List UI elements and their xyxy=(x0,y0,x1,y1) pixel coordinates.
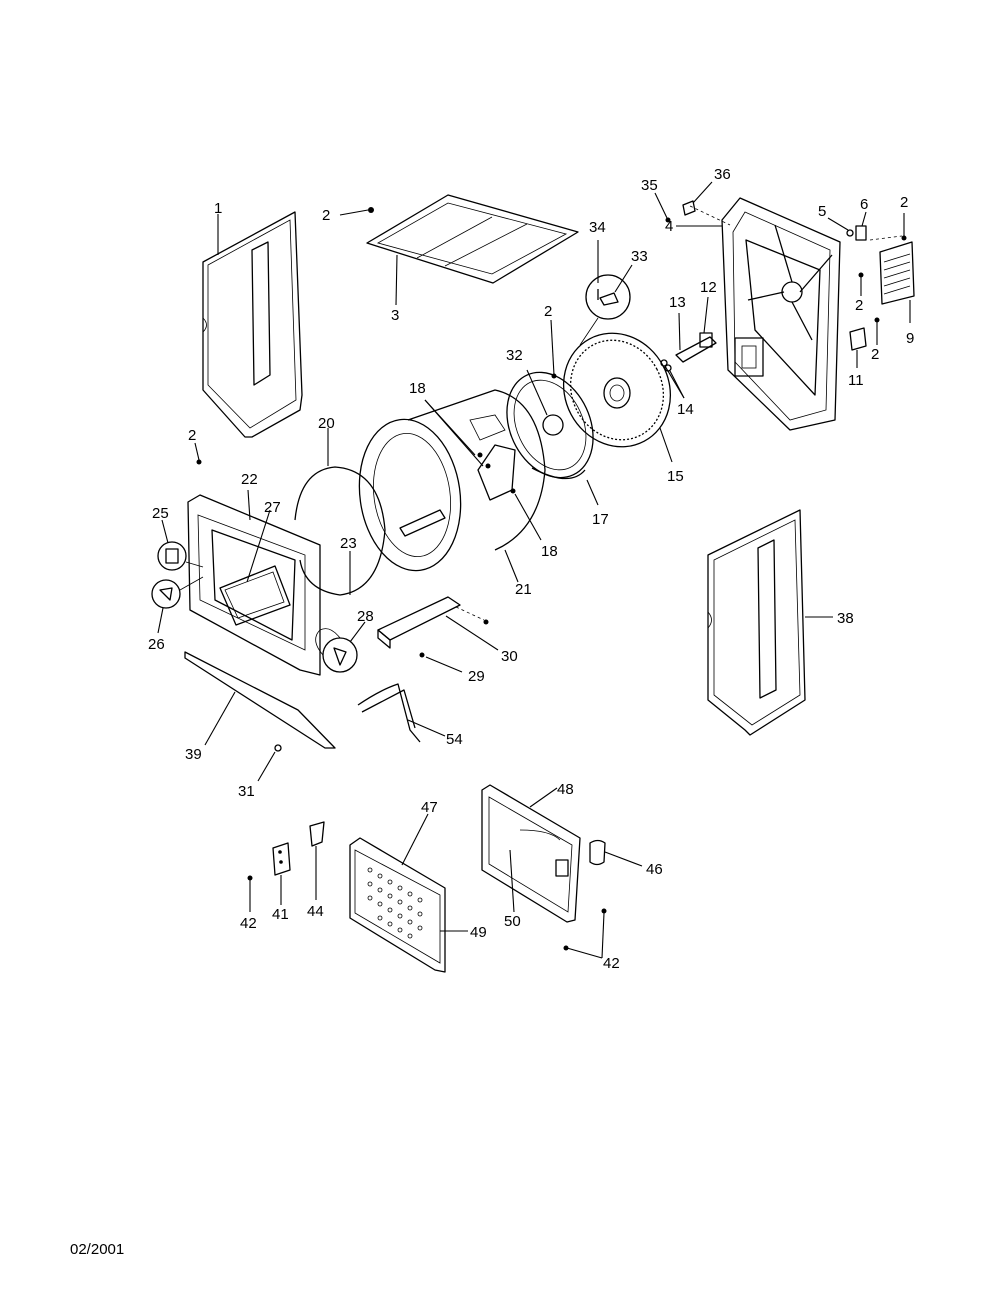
label-part-17: 17 xyxy=(592,511,609,528)
side-panel-left xyxy=(202,211,303,438)
label-part-32: 32 xyxy=(506,347,523,364)
label-part-30: 30 xyxy=(501,648,518,665)
rear-panel xyxy=(676,197,841,431)
door-hinge-parts xyxy=(247,821,325,912)
label-part-33: 33 xyxy=(631,248,648,265)
wire-harness xyxy=(357,683,446,743)
revision-date: 02/2001 xyxy=(70,1241,125,1258)
vent-holes xyxy=(367,867,423,939)
heater-box xyxy=(377,596,499,673)
label-part-41: 41 xyxy=(272,906,289,923)
drum-seals xyxy=(294,428,386,596)
label-part-2: 2 xyxy=(855,297,863,314)
front-bulkhead xyxy=(187,442,321,676)
label-part-54: 54 xyxy=(446,731,463,748)
label-part-14: 14 xyxy=(677,401,694,418)
part-labels: 1 2 3 35 36 5 6 2 4 34 33 2 9 13 12 2 2 … xyxy=(148,166,914,972)
label-part-49: 49 xyxy=(470,924,487,941)
label-part-31: 31 xyxy=(238,783,255,800)
door-switches xyxy=(151,519,366,673)
label-part-2: 2 xyxy=(900,194,908,211)
label-part-36: 36 xyxy=(714,166,731,183)
label-part-22: 22 xyxy=(241,471,258,488)
vent-hardware xyxy=(827,211,915,368)
label-part-50: 50 xyxy=(504,913,521,930)
drum-rear-gear xyxy=(562,332,673,463)
label-part-38: 38 xyxy=(837,610,854,627)
label-part-27: 27 xyxy=(264,499,281,516)
rear-clips xyxy=(654,181,713,223)
label-part-2: 2 xyxy=(871,346,879,363)
door-inner-panel xyxy=(481,784,643,959)
door-outer-panel xyxy=(349,813,468,973)
label-part-13: 13 xyxy=(669,294,686,311)
label-part-1: 1 xyxy=(214,200,222,217)
label-part-2: 2 xyxy=(188,427,196,444)
label-part-29: 29 xyxy=(468,668,485,685)
top-panel xyxy=(339,194,579,306)
label-part-42: 42 xyxy=(240,915,257,932)
label-part-2: 2 xyxy=(322,207,330,224)
label-part-46: 46 xyxy=(646,861,663,878)
drum-bulkhead xyxy=(506,240,633,506)
label-part-12: 12 xyxy=(700,279,717,296)
label-part-35: 35 xyxy=(641,177,658,194)
label-part-3: 3 xyxy=(391,307,399,324)
label-part-6: 6 xyxy=(860,196,868,213)
label-part-23: 23 xyxy=(340,535,357,552)
label-part-26: 26 xyxy=(148,636,165,653)
drum xyxy=(358,389,546,583)
label-part-42: 42 xyxy=(603,955,620,972)
label-part-21: 21 xyxy=(515,581,532,598)
label-part-47: 47 xyxy=(421,799,438,816)
label-part-9: 9 xyxy=(906,330,914,347)
label-part-18: 18 xyxy=(541,543,558,560)
label-part-4: 4 xyxy=(665,218,673,235)
label-part-34: 34 xyxy=(589,219,606,236)
idler-assembly xyxy=(660,296,717,399)
label-part-2: 2 xyxy=(544,303,552,320)
label-part-28: 28 xyxy=(357,608,374,625)
label-part-5: 5 xyxy=(818,203,826,220)
side-panel-right xyxy=(707,509,833,736)
label-part-18: 18 xyxy=(409,380,426,397)
label-part-25: 25 xyxy=(152,505,169,522)
label-part-11: 11 xyxy=(848,372,864,389)
label-part-44: 44 xyxy=(307,903,324,920)
front-trim xyxy=(184,651,336,782)
label-part-48: 48 xyxy=(557,781,574,798)
label-part-15: 15 xyxy=(667,468,684,485)
label-part-39: 39 xyxy=(185,746,202,763)
label-part-20: 20 xyxy=(318,415,335,432)
